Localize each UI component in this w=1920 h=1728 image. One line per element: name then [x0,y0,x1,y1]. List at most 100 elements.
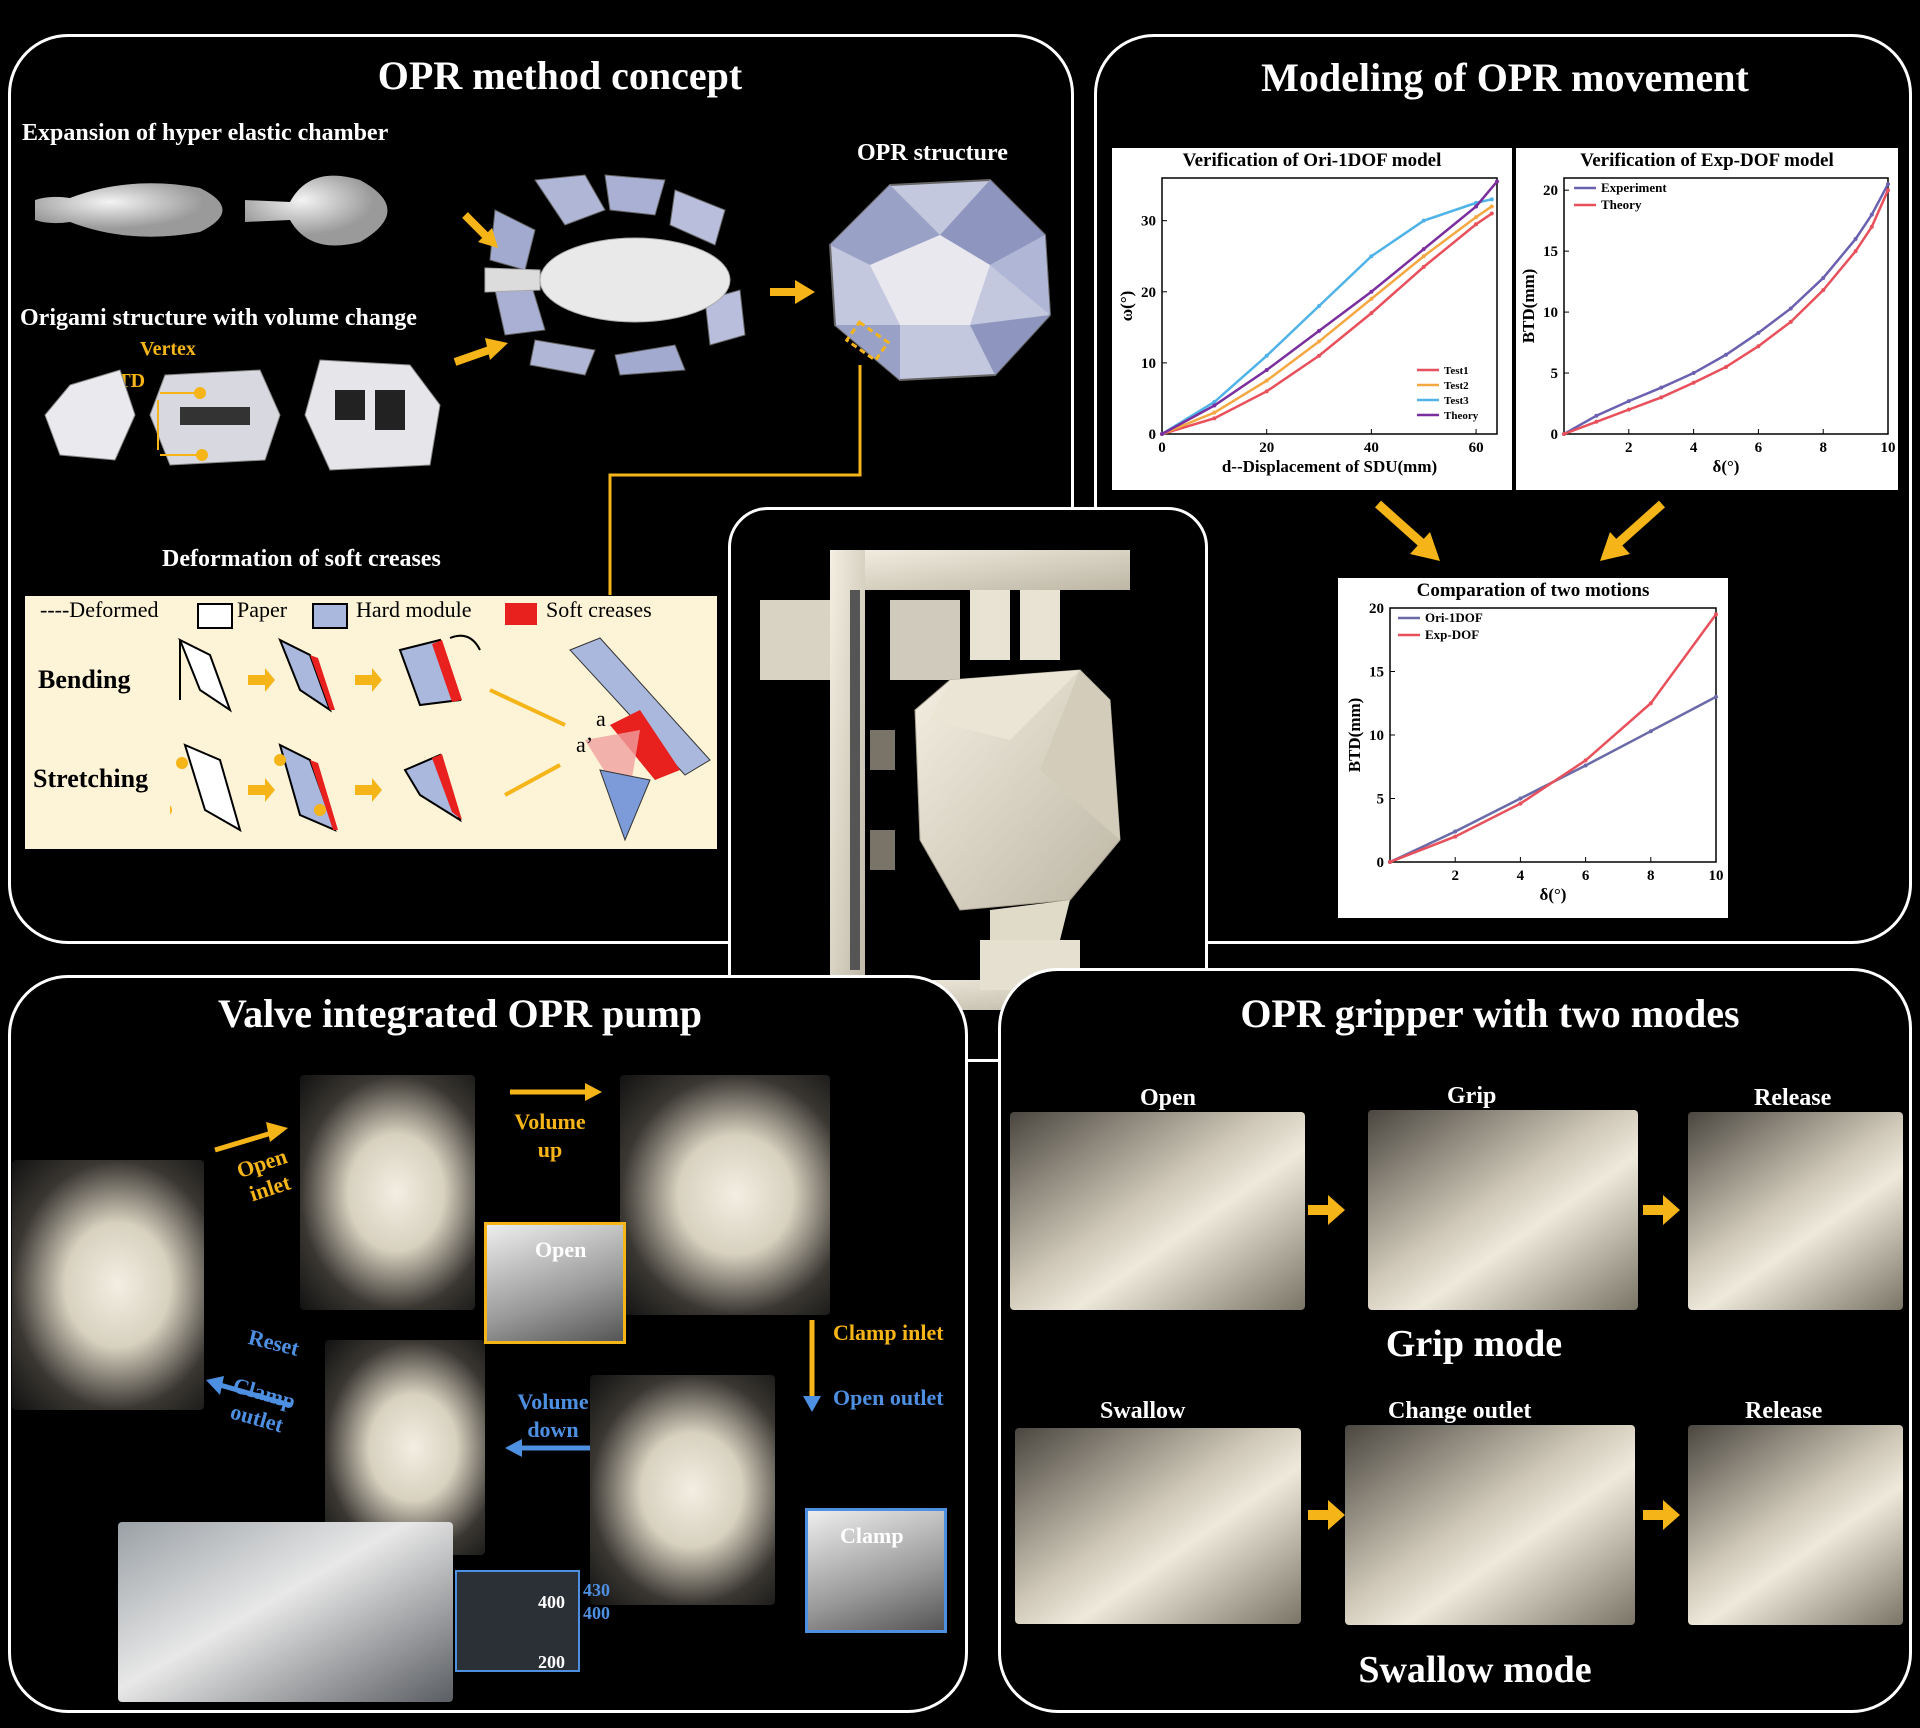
chart1-point [1489,204,1494,209]
chart2-legend-label: Experiment [1601,180,1667,195]
chart2-point [1562,432,1566,436]
stretching-label: Stretching [33,764,149,793]
chart3-legend-label: Ori-1DOF [1425,610,1483,625]
chart1-ylabel: ω(°) [1117,291,1136,322]
chart1-point [1369,296,1374,301]
chart3-xtick-label: 4 [1517,868,1525,884]
gripper-grip-label: Grip [1447,1083,1497,1109]
gripper-open-label: Open [1140,1085,1197,1111]
chart2-point [1724,352,1728,357]
volume-down-label: Volume down [517,1389,589,1442]
origami-samples [44,359,441,471]
chart3-point [1453,829,1458,834]
connector-line [608,365,862,595]
panel-title-gripper: OPR gripper with two modes [1240,991,1740,1036]
chart1-series-test1 [1161,212,1493,436]
pump-arrows [206,1083,821,1457]
chart3-legend-label: Exp-DOF [1425,627,1479,642]
chart1-xtick-label: 60 [1469,440,1484,456]
chart3-xtick-label: 8 [1647,868,1655,884]
chart1-frame [1161,177,1498,435]
scale-400-label: 400 [583,1603,610,1623]
clamp-inset [805,1508,947,1633]
chart3-point [1583,758,1588,763]
chart1-title: Verification of Ori-1DOF model [1182,150,1442,171]
legend-deformed: ----Deformed [40,597,159,622]
chart1-point [1474,222,1479,227]
chart1-xtick-label: 0 [1158,440,1166,456]
chart3-ytick-label: 15 [1369,665,1384,681]
chart1-point [1264,368,1269,372]
beaker-photo [118,1522,453,1702]
chart1-point [1421,218,1426,223]
chart1-xtick-label: 40 [1364,440,1379,456]
modeling-arrows [1375,500,1665,561]
chart3-xtick-label: 2 [1451,868,1459,884]
chart1-point [1317,328,1322,333]
grip-photo-grip [1368,1110,1638,1310]
chart2-title: Verification of Exp-DOF model [1580,150,1834,171]
chart2-xtick-label: 6 [1755,440,1763,456]
crease-diagrams [170,634,711,842]
pump-photo-5 [590,1375,775,1605]
gripper-arrows [1308,1195,1680,1530]
a-label: a [596,706,606,731]
opr-structure-label: OPR structure [857,140,1008,166]
gripper-release2-label: Release [1745,1398,1823,1424]
opr-structure-illustration [828,178,1052,382]
clamp-inset-label: Clamp [840,1523,904,1548]
chart2-point [1756,330,1761,335]
chart2-point [1853,249,1858,254]
chart2-point [1788,306,1793,311]
swallow-photo-change-outlet [1345,1425,1635,1625]
chart1-legend-label: Test3 [1444,395,1469,407]
chart2-point [1869,212,1874,217]
legend-hard-module: Hard module [356,597,472,622]
chart1-point [1421,247,1426,252]
chart1-point [1317,353,1322,358]
chart3-ytick-label: 5 [1377,792,1385,808]
chart2-point [1886,182,1890,187]
chart2-ytick-label: 0 [1551,427,1559,443]
vertex-label: Vertex [140,338,196,360]
chart2-point [1821,288,1826,293]
open-inset [484,1222,626,1344]
deformation-label: Deformation of soft creases [162,546,441,572]
chart2-point [1724,364,1728,369]
chart2-point [1869,224,1874,229]
clamp-inlet-label: Clamp inlet [833,1320,944,1345]
open-outlet-label: Open outlet [833,1385,944,1410]
chart2-point [1886,188,1890,193]
chart1-point [1474,204,1479,209]
chart1-point [1317,304,1322,308]
deformation-box [25,596,717,849]
beaker-200-label: 200 [538,1652,565,1672]
open-inset-label: Open [535,1237,587,1262]
chart1-point [1264,353,1269,358]
chart1-point [1264,378,1269,383]
pump-photo-2 [300,1075,475,1310]
chart1-point [1264,389,1269,394]
chart3-point [1583,763,1588,768]
chart2-point [1821,275,1826,280]
opr-pump-photo [760,550,1130,1010]
a-prime-label: a’ [576,732,594,757]
chart3-point [1714,612,1718,617]
chart2-point [1594,413,1599,418]
balloon-illustration [35,175,388,246]
gripper-swallow-label: Swallow [1100,1398,1186,1424]
chart1-ytick-label: 0 [1149,427,1157,443]
chart2-frame [1563,177,1889,435]
swallow-photo-release [1688,1425,1903,1625]
chart3-point [1388,860,1392,864]
chart1-point [1317,339,1322,344]
chart3-xtick-label: 6 [1582,868,1590,884]
legend-soft-creases: Soft creases [546,597,652,622]
legend-hard-module-swatch [312,603,348,629]
swallow-photo-swallow [1015,1428,1301,1624]
chart1-point [1212,403,1217,408]
